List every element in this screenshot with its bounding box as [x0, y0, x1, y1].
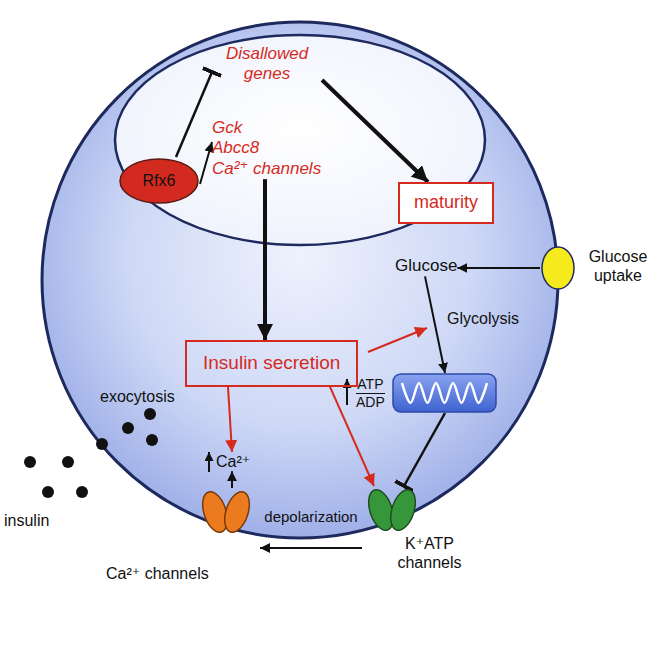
edge-label: Glycolysis: [447, 310, 519, 328]
node-text: Ca²⁺ channels: [106, 564, 260, 583]
node-text: Glucose uptake: [584, 247, 652, 285]
connector: [457, 267, 540, 269]
gene-set: GckAbcc8Ca²⁺ channels: [212, 118, 342, 179]
transcription-factor: Rfx6: [118, 157, 200, 205]
node-text: Abcc8: [212, 138, 342, 158]
gene-set: Disallowed genes: [212, 44, 322, 85]
mitochondrion: ATPADP: [355, 373, 497, 413]
node-text: Ca²⁺: [216, 452, 250, 471]
stimulation-arrow: [368, 328, 427, 352]
increase-arrow: [208, 452, 210, 472]
edge-label: depolarization: [264, 508, 357, 525]
connector: [200, 142, 212, 184]
connector: [231, 471, 233, 488]
channel-shape: [362, 486, 422, 534]
mitochondrion-shape: [392, 373, 497, 413]
connector: [260, 547, 362, 549]
connector: [176, 72, 212, 157]
connector: [263, 179, 267, 340]
transporter-shape: [540, 245, 576, 291]
node-text: Insulin secretion: [203, 352, 340, 375]
node-text: Gck: [212, 118, 342, 138]
node-text: K⁺ATP channels: [382, 534, 477, 572]
connector: [425, 276, 445, 373]
calcium-channel: Ca²⁺ channels: [100, 488, 260, 583]
outcome-box: maturity: [398, 182, 494, 224]
metabolite: Glucose: [395, 256, 457, 276]
secreted-product-label: insulin: [4, 512, 49, 530]
channel-shape: [196, 488, 256, 536]
node-text: Ca²⁺ channels: [212, 159, 342, 179]
connector: [228, 387, 232, 452]
cell-membrane: [42, 22, 558, 538]
connector: [404, 413, 445, 486]
node-text: Glucose: [395, 256, 457, 276]
increase-arrow: [346, 379, 348, 405]
katp-channel: K⁺ATP channels: [362, 486, 477, 584]
calcium-ion: Ca²⁺: [216, 452, 250, 471]
node-text: ATP: [356, 376, 384, 394]
node-text: ADP: [355, 394, 386, 411]
node-text: Rfx6: [118, 157, 200, 205]
connector: [322, 80, 428, 182]
process-label: exocytosis: [100, 388, 175, 406]
node-text: Disallowed genes: [212, 44, 322, 85]
insulin-granules: [24, 408, 158, 498]
glucose-transporter: Glucose uptake: [540, 245, 652, 291]
node-text: maturity: [414, 192, 478, 214]
outcome-box: Insulin secretion: [185, 340, 358, 387]
